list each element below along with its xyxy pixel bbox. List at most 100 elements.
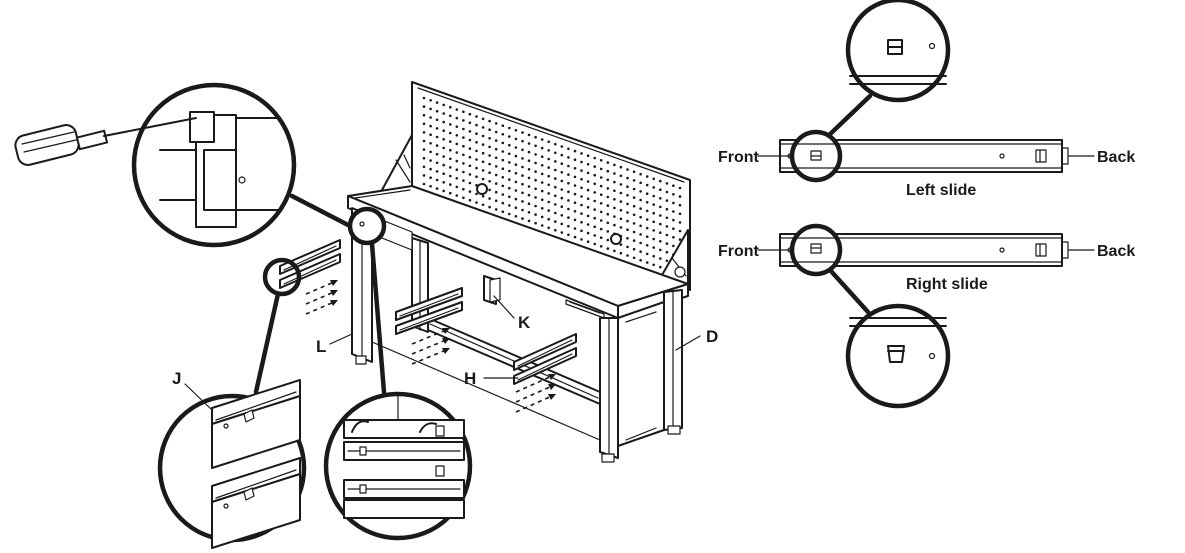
pegboard-hole bbox=[613, 206, 616, 210]
pegboard-hole bbox=[540, 189, 544, 193]
pegboard-hole bbox=[665, 242, 669, 245]
pegboard-hole bbox=[632, 187, 636, 191]
pegboard-hole bbox=[488, 197, 491, 200]
leader-d bbox=[675, 335, 701, 351]
pegboard-hole bbox=[678, 186, 682, 190]
pegboard-hole bbox=[494, 165, 498, 168]
pegboard-hole bbox=[580, 177, 583, 181]
pegboard-hole bbox=[573, 192, 577, 196]
pegboard-hole bbox=[494, 139, 498, 142]
pegboard-hole bbox=[462, 136, 465, 139]
insertion-arrows bbox=[305, 281, 553, 413]
pegboard-hole bbox=[494, 182, 498, 185]
pegboard-hole bbox=[599, 227, 603, 231]
leg-back-right bbox=[663, 289, 683, 435]
pegboard-hole bbox=[422, 96, 426, 100]
right-slide-diagram: Front Back Right slide bbox=[718, 223, 1135, 409]
label-j: J bbox=[172, 369, 181, 388]
pegboard-hole bbox=[619, 243, 623, 246]
pegboard-hole bbox=[429, 116, 432, 119]
pegboard-hole bbox=[639, 207, 642, 210]
pegboard-hole bbox=[593, 199, 596, 203]
pegboard-hole bbox=[475, 158, 478, 161]
pegboard-hole bbox=[593, 225, 596, 229]
pegboard-hole bbox=[481, 151, 485, 155]
pegboard-hole bbox=[422, 182, 426, 186]
pegboard-hole bbox=[527, 168, 531, 171]
pegboard-hole bbox=[593, 242, 596, 246]
pegboard-hole bbox=[521, 148, 524, 152]
pegboard-hole bbox=[521, 208, 524, 212]
pegboard-hole bbox=[527, 219, 531, 223]
pegboard-hole bbox=[567, 164, 570, 168]
pegboard-hole bbox=[554, 220, 557, 223]
pegboard-hole bbox=[462, 162, 465, 165]
pegboard-hole bbox=[547, 149, 550, 152]
pegboard-hole bbox=[494, 199, 498, 203]
pegboard-hole bbox=[626, 176, 629, 180]
pegboard-hole bbox=[606, 161, 610, 164]
pegboard-hole bbox=[613, 215, 616, 218]
pegboard-hole bbox=[645, 192, 649, 195]
pegboard-hole bbox=[652, 186, 655, 189]
pegboard-hole bbox=[580, 238, 583, 241]
pegboard-hole bbox=[429, 107, 432, 111]
pegboard-hole bbox=[540, 164, 544, 167]
pegboard-hole bbox=[455, 194, 459, 197]
pegboard-hole bbox=[494, 208, 498, 211]
pegboard-hole bbox=[672, 227, 675, 230]
pegboard-hole bbox=[540, 138, 544, 141]
pegboard-hole bbox=[573, 235, 577, 239]
pegboard-hole bbox=[547, 209, 550, 212]
pegboard-hole bbox=[514, 206, 518, 209]
pegboard-hole bbox=[639, 198, 642, 202]
pegboard-hole bbox=[508, 143, 511, 147]
pegboard-hole bbox=[613, 163, 616, 167]
pegboard-hole bbox=[429, 167, 432, 171]
pegboard-hole bbox=[626, 228, 629, 231]
pegboard-hole bbox=[639, 250, 642, 253]
pegboard-hole bbox=[678, 195, 682, 198]
pegboard-hole bbox=[488, 128, 491, 131]
pegboard-hole bbox=[508, 161, 511, 164]
pegboard-hole bbox=[435, 178, 439, 182]
pegboard-hole bbox=[462, 119, 465, 122]
pegboard-hole bbox=[442, 155, 446, 158]
pegboard-hole bbox=[527, 202, 531, 205]
pegboard-hole bbox=[494, 130, 498, 134]
pegboard-hole bbox=[573, 167, 577, 170]
pegboard-hole bbox=[665, 199, 669, 202]
pegboard-hole bbox=[659, 205, 662, 209]
pegboard-hole bbox=[567, 147, 570, 151]
pegboard-hole bbox=[521, 131, 524, 134]
pegboard-hole bbox=[626, 219, 629, 223]
pegboard-hole bbox=[527, 133, 531, 137]
pegboard-hole bbox=[645, 183, 649, 187]
pegboard-hole bbox=[678, 221, 682, 224]
pegboard-hole bbox=[573, 158, 577, 161]
pegboard-hole bbox=[521, 157, 524, 160]
pegboard-hole bbox=[619, 217, 623, 221]
pegboard-hole bbox=[481, 160, 485, 164]
pegboard-hole bbox=[468, 147, 472, 150]
pegboard-hole bbox=[593, 216, 596, 220]
pegboard-hole bbox=[672, 210, 675, 213]
pegboard-hole bbox=[639, 224, 642, 228]
pegboard-hole bbox=[652, 203, 655, 206]
callout-ring-bench-corner bbox=[347, 206, 387, 246]
pegboard-hole bbox=[514, 129, 518, 132]
pegboard-hole bbox=[429, 185, 432, 188]
pegboard-hole bbox=[586, 171, 590, 175]
pegboard-hole bbox=[462, 127, 465, 131]
pegboard-hole bbox=[508, 152, 511, 156]
pegboard-hole bbox=[508, 169, 511, 173]
pegboard-hole bbox=[521, 217, 524, 220]
pegboard-hole bbox=[665, 250, 669, 254]
pegboard-hole bbox=[449, 148, 452, 152]
pegboard-hole bbox=[547, 226, 550, 230]
pegboard-hole bbox=[449, 174, 452, 178]
pegboard-hole bbox=[435, 187, 439, 190]
right-slide-caption: Right slide bbox=[906, 276, 988, 293]
pegboard-hole bbox=[422, 165, 426, 169]
pegboard-hole bbox=[659, 197, 662, 200]
